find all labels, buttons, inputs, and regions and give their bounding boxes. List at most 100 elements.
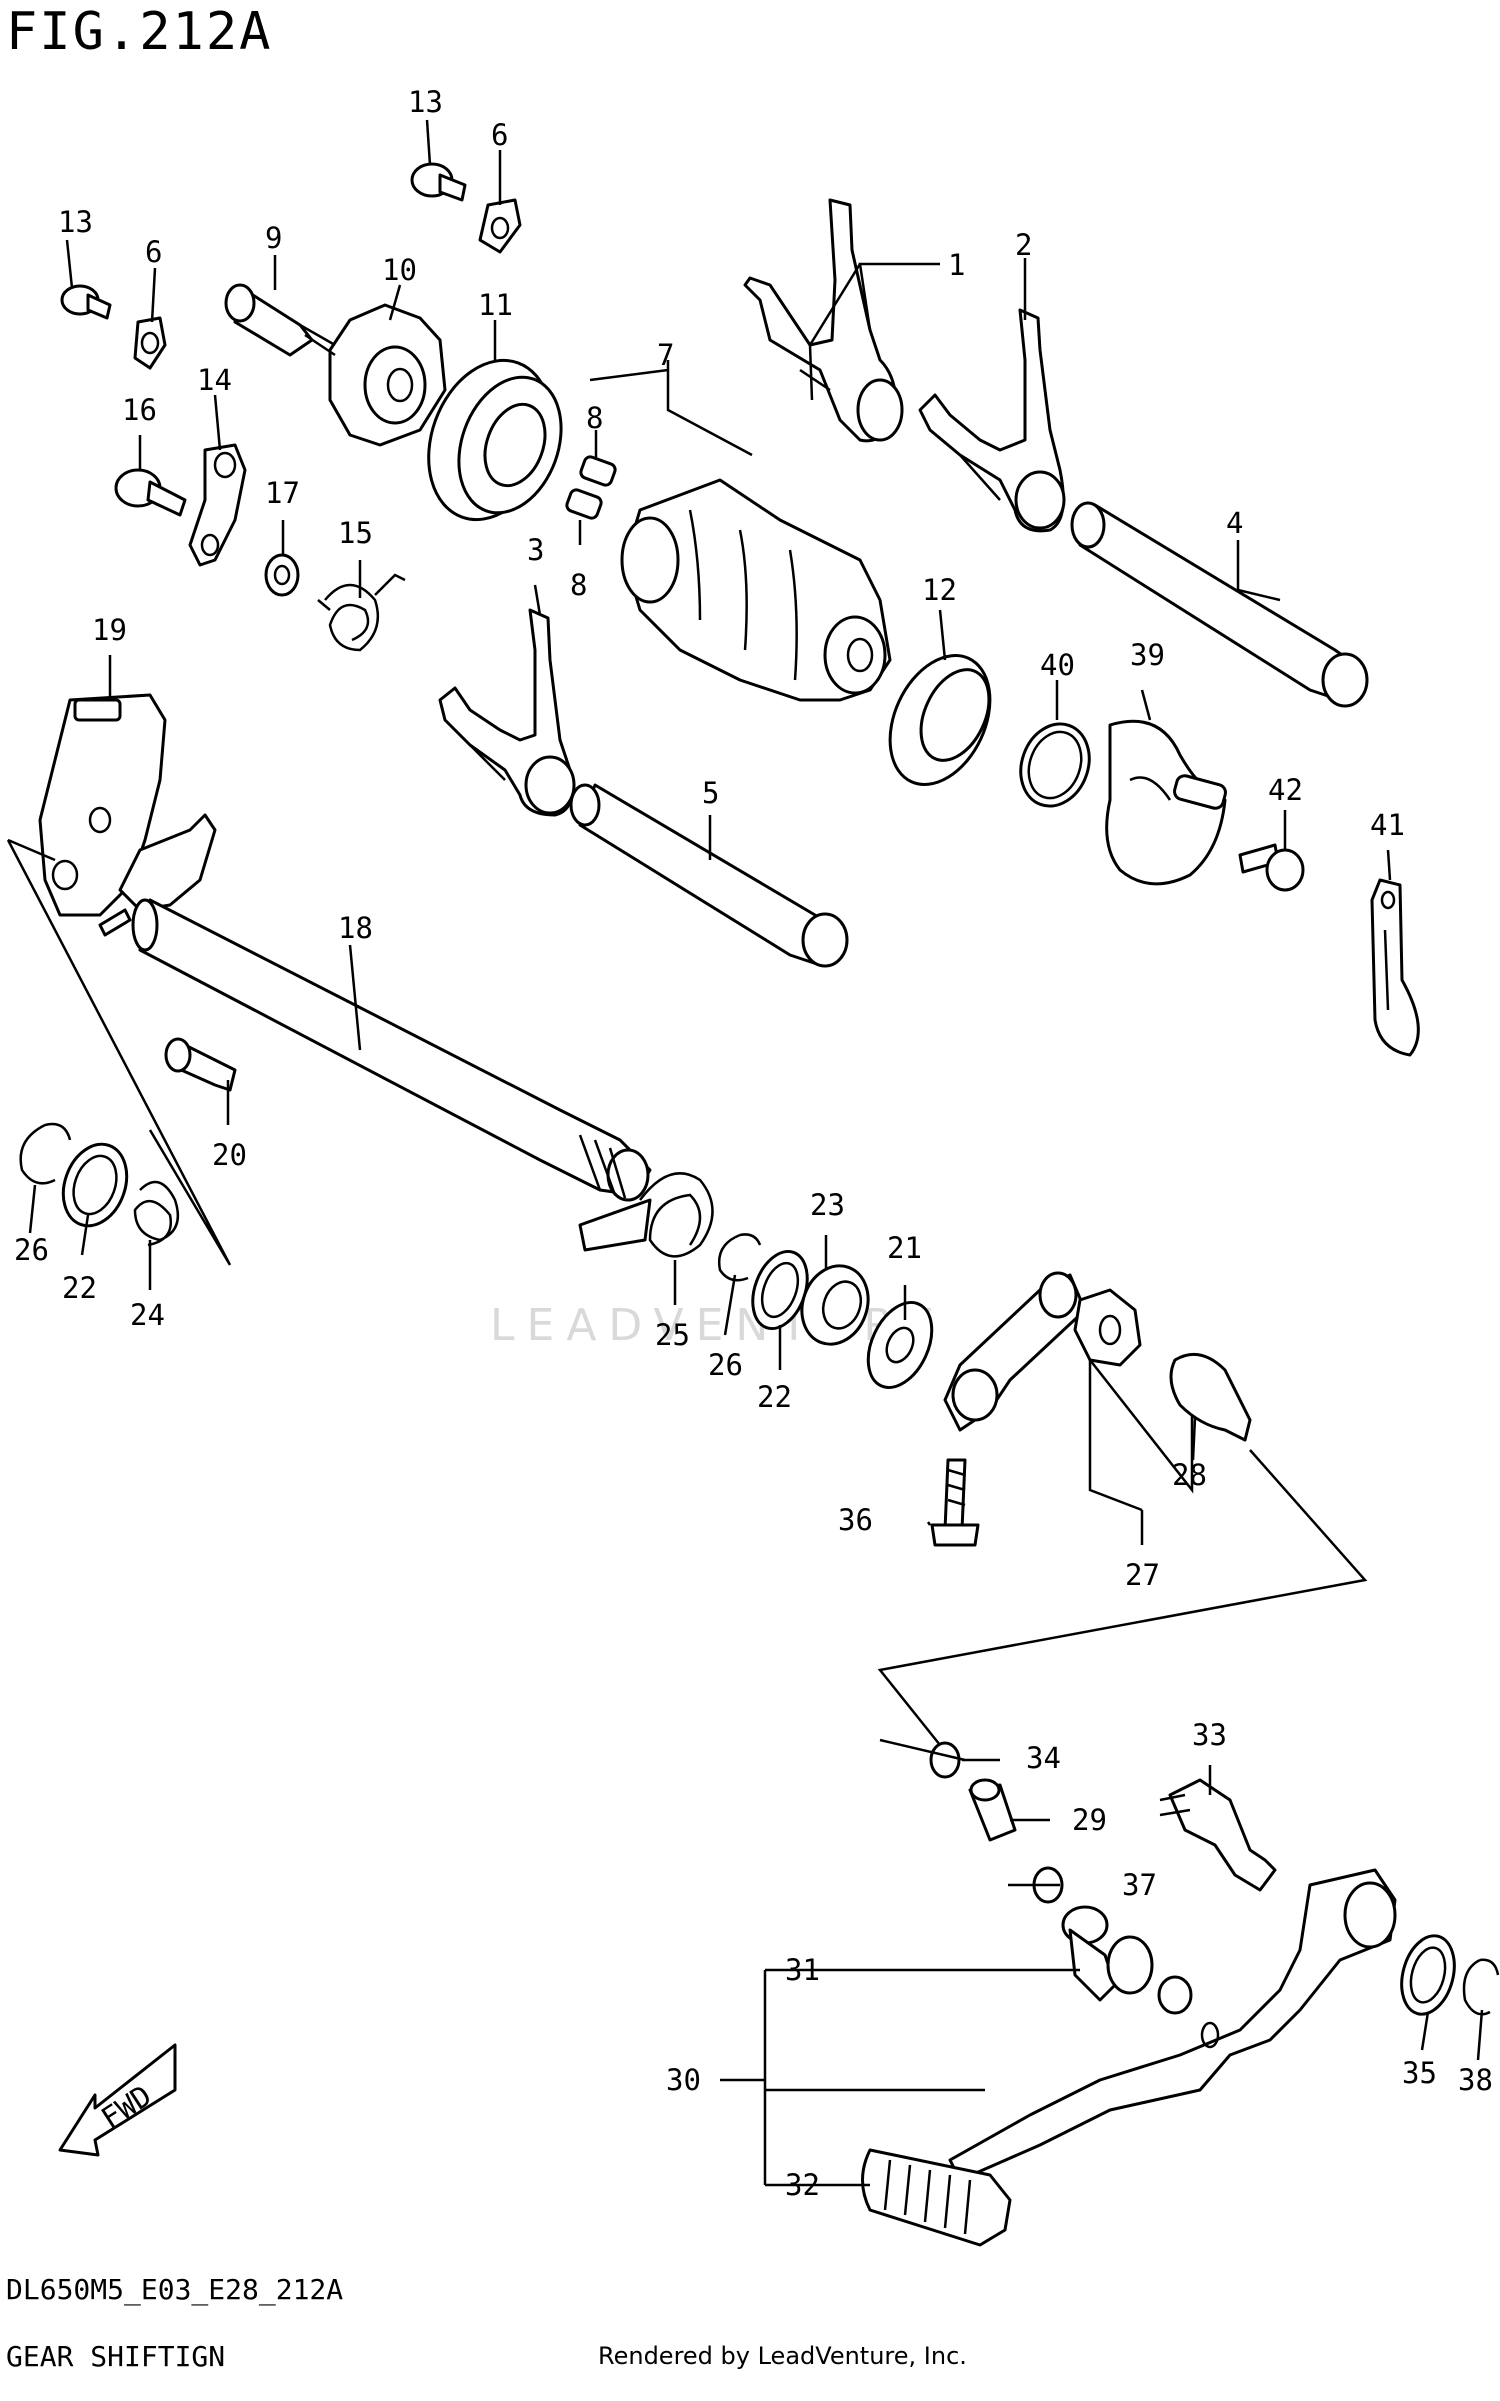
callout-30: 30 — [666, 2063, 701, 2097]
callout-19: 19 — [92, 613, 127, 647]
part-bolt-16[interactable] — [114, 468, 187, 517]
callout-2: 2 — [1015, 228, 1032, 262]
part-washer-22a[interactable] — [52, 1135, 137, 1234]
callout-9: 9 — [265, 221, 282, 255]
part-washer-6b[interactable] — [133, 316, 167, 370]
part-pin-8b[interactable] — [565, 488, 603, 520]
part-washer-35[interactable] — [1393, 1930, 1462, 2020]
part-oil-seal-23[interactable] — [791, 1256, 879, 1353]
callout-32: 32 — [785, 2168, 820, 2202]
part-washer-22b[interactable] — [743, 1244, 817, 1336]
callout-34: 34 — [1026, 1741, 1061, 1775]
callout-5: 5 — [702, 776, 719, 810]
callout-22a: 22 — [62, 1271, 97, 1305]
callout-8b: 8 — [570, 568, 587, 602]
part-boot-28[interactable] — [1169, 1352, 1252, 1442]
part-bolt-29[interactable] — [968, 1778, 1017, 1842]
part-bearing-11[interactable] — [407, 343, 579, 537]
figure-title: FIG.212A — [6, 2, 273, 62]
callout-17: 17 — [265, 476, 300, 510]
part-gearshift-cam-7[interactable] — [620, 478, 892, 702]
part-circlip-26b[interactable] — [717, 1233, 762, 1282]
callout-4: 4 — [1226, 506, 1243, 540]
callout-6a: 6 — [491, 118, 508, 152]
callout-15: 15 — [338, 516, 373, 550]
part-bolt-13b[interactable] — [60, 284, 112, 320]
part-gearshift-shaft-18[interactable] — [131, 898, 652, 1202]
part-pin-9[interactable] — [224, 283, 336, 357]
part-footpeg-rubber-32[interactable] — [861, 2148, 1012, 2247]
part-washer-17[interactable] — [264, 553, 300, 597]
callout-29: 29 — [1072, 1803, 1107, 1837]
part-bearing-12[interactable] — [870, 639, 1009, 800]
part-spring-15[interactable] — [317, 573, 406, 652]
callout-22b: 22 — [757, 1380, 792, 1414]
callout-36: 36 — [838, 1503, 873, 1537]
part-shift-link-arm[interactable] — [943, 1271, 1087, 1432]
rendered-by-credit: Rendered by LeadVenture, Inc. — [598, 2342, 967, 2370]
part-o-ring-40[interactable] — [1010, 714, 1101, 816]
callout-41: 41 — [1370, 808, 1405, 842]
part-stud-20[interactable] — [164, 1037, 237, 1092]
callout-8a: 8 — [586, 401, 603, 435]
callout-39: 39 — [1130, 638, 1165, 672]
part-cable-guide-41[interactable] — [1370, 878, 1420, 1057]
callout-13b: 13 — [58, 205, 93, 239]
callout-24: 24 — [130, 1298, 165, 1332]
part-bolt-31[interactable] — [1061, 1905, 1193, 2015]
part-bolt-36[interactable] — [930, 1458, 980, 1547]
callout-26a: 26 — [14, 1233, 49, 1267]
callout-26b: 26 — [708, 1348, 743, 1382]
callout-16: 16 — [122, 393, 157, 427]
part-shift-plate[interactable] — [118, 813, 217, 912]
callout-labels: 1 2 3 4 5 6 6 7 8 8 9 10 11 12 13 13 14 … — [14, 85, 1493, 2202]
diagram-name: GEAR SHIFTIGN — [6, 2340, 226, 2373]
part-bolt-42[interactable] — [1238, 843, 1305, 892]
part-spring-24[interactable] — [133, 1180, 180, 1247]
callout-7: 7 — [657, 338, 674, 372]
callout-14: 14 — [197, 363, 232, 397]
part-circlip-26a[interactable] — [19, 1122, 72, 1185]
callout-33: 33 — [1192, 1718, 1227, 1752]
part-shift-fork-2[interactable] — [918, 308, 1066, 533]
callout-31: 31 — [785, 1953, 820, 1987]
callout-18: 18 — [338, 911, 373, 945]
callout-37: 37 — [1122, 1868, 1157, 1902]
part-fork-shaft-5[interactable] — [569, 783, 849, 968]
callout-1: 1 — [948, 248, 965, 282]
leader-lines — [6, 119, 1484, 2187]
part-gearshift-lever-30[interactable] — [948, 1868, 1397, 2182]
part-washer-6a[interactable] — [478, 198, 522, 254]
callout-25: 25 — [655, 1318, 690, 1352]
part-bolt-13a[interactable] — [410, 162, 467, 202]
part-rod-end-27[interactable] — [1073, 1288, 1142, 1367]
part-cam-stopper-14[interactable] — [188, 443, 247, 567]
part-return-spring-25[interactable] — [578, 1172, 714, 1258]
callout-10: 10 — [382, 253, 417, 287]
callout-42: 42 — [1268, 773, 1303, 807]
part-circlip-38[interactable] — [1462, 1958, 1500, 2016]
callout-40: 40 — [1040, 648, 1075, 682]
part-cam-plate-10[interactable] — [328, 303, 447, 447]
part-shaft-33[interactable] — [1159, 1778, 1277, 1892]
callout-23: 23 — [810, 1188, 845, 1222]
callout-28: 28 — [1172, 1458, 1207, 1492]
part-fork-shaft-4[interactable] — [1070, 501, 1369, 708]
part-washer-21[interactable] — [856, 1292, 945, 1397]
callout-27: 27 — [1125, 1558, 1160, 1592]
callout-6b: 6 — [145, 235, 162, 269]
diagram-code: DL650M5_E03_E28_212A — [6, 2273, 344, 2306]
callout-12: 12 — [922, 573, 957, 607]
callout-38: 38 — [1458, 2063, 1493, 2097]
part-shift-fork-3[interactable] — [438, 608, 576, 817]
part-pin-8a[interactable] — [579, 455, 617, 487]
part-nut-34[interactable] — [929, 1741, 961, 1779]
callout-11: 11 — [478, 288, 513, 322]
callout-21: 21 — [887, 1231, 922, 1265]
part-clamp-39[interactable] — [1105, 719, 1228, 886]
callout-20: 20 — [212, 1138, 247, 1172]
callout-13a: 13 — [408, 85, 443, 119]
part-shift-fork-1[interactable] — [743, 198, 904, 443]
callout-35: 35 — [1402, 2056, 1437, 2090]
